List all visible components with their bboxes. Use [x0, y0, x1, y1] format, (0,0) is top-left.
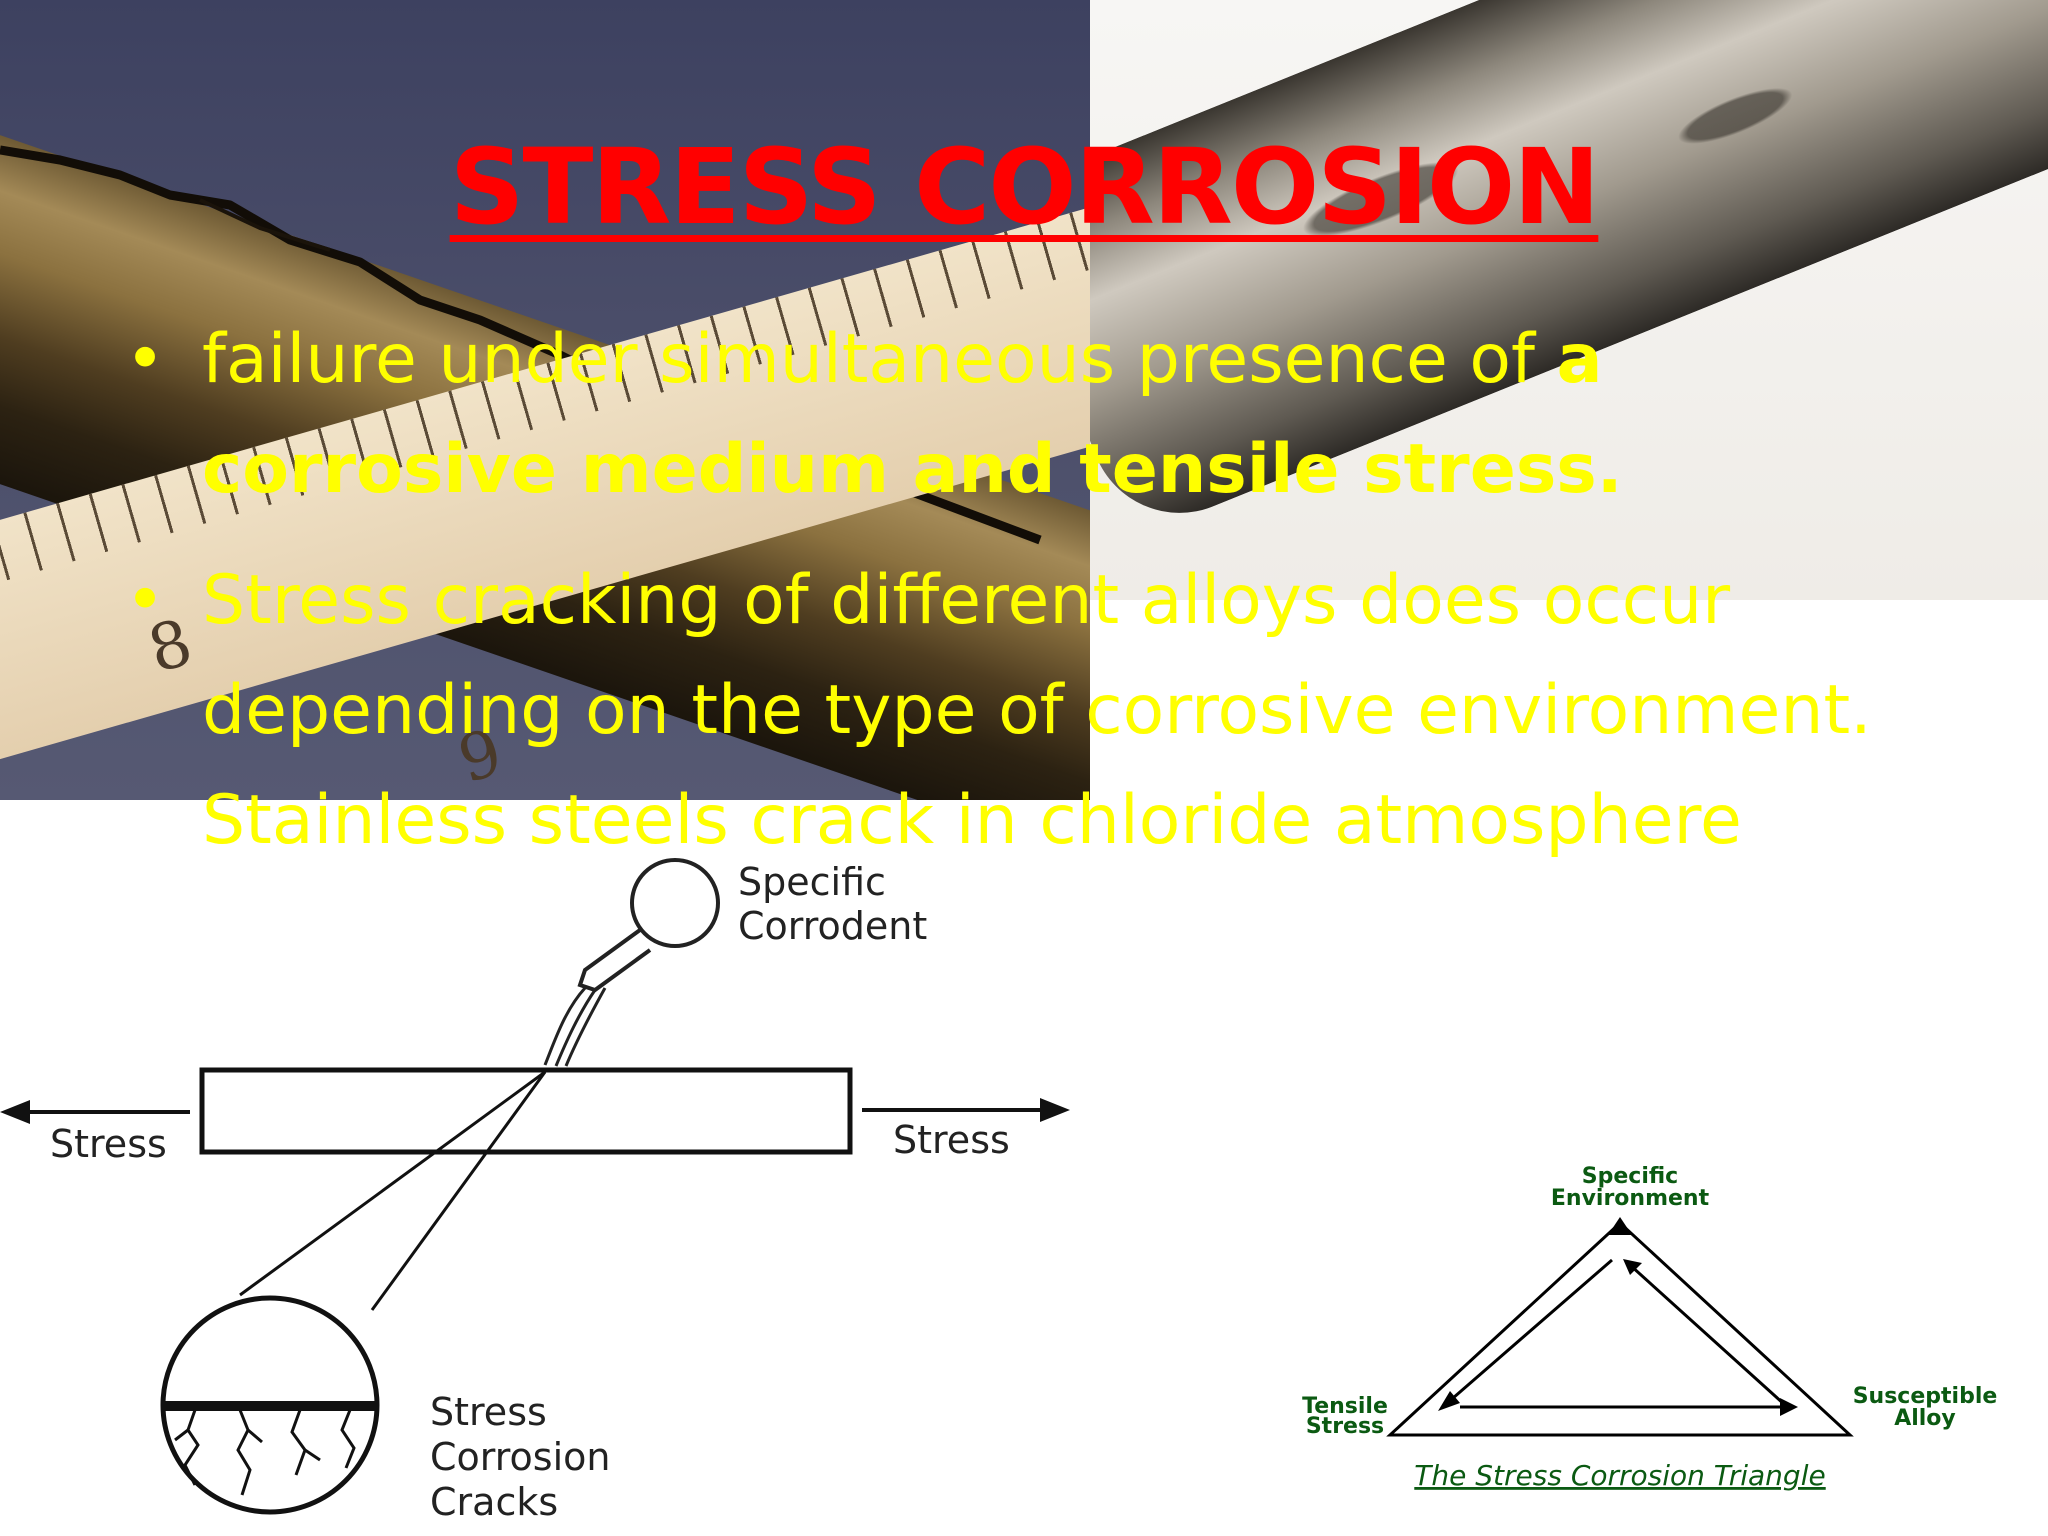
- bullet-text-bold: a corrosive medium and tensile stress.: [202, 320, 1623, 509]
- specimen-bar: [199, 1067, 853, 1155]
- cracks-label-line1: Stress: [430, 1390, 547, 1434]
- bullet-text-normal: failure under simultaneous presence of: [202, 320, 1557, 399]
- bullet-item-1: • failure under simultaneous presence of…: [125, 305, 1945, 525]
- stress-label-right: Stress: [893, 1118, 1010, 1162]
- triangle-right-label-line2: Alloy: [1894, 1406, 1956, 1431]
- triangle-arrow-left: [1444, 1258, 1613, 1407]
- corrodent-nozzle: [577, 928, 652, 993]
- page-title: STRESS CORROSION: [449, 126, 1601, 248]
- triangle-left-label-line1: Tensile: [1302, 1394, 1388, 1419]
- triangle-outline: [1386, 1220, 1854, 1437]
- stress-label-left: Stress: [50, 1122, 167, 1166]
- triangle-top-label-line1: Specific: [1582, 1164, 1678, 1189]
- bullet-item-2: • Stress cracking of different alloys do…: [125, 546, 1945, 876]
- bullet-icon: •: [125, 561, 166, 640]
- corroded-rod-photo: [1090, 0, 2048, 600]
- triangle-arrow-right: [1628, 1263, 1787, 1407]
- bullet-text: failure under simultaneous presence of a…: [202, 305, 1945, 525]
- corrodent-droplet-icon: [630, 858, 720, 948]
- stress-corrosion-diagram: Specific Corrodent Stress Stress Stress …: [0, 858, 1070, 1524]
- zoom-line-right: [370, 1071, 547, 1311]
- corrodent-label-line1: Specific: [738, 860, 886, 904]
- stress-corrosion-cracks: [174, 1409, 356, 1496]
- bullet-icon: •: [125, 320, 166, 399]
- cracked-pipe-photo: 8 9: [0, 0, 1090, 800]
- bullet-text: Stress cracking of different alloys does…: [202, 561, 1872, 860]
- zoom-line-left: [239, 1070, 546, 1297]
- corrodent-label-line2: Corrodent: [738, 904, 927, 948]
- triangle-top-label-line2: Environment: [1551, 1186, 1710, 1211]
- triangle-caption: The Stress Corrosion Triangle: [1414, 1459, 1825, 1492]
- triangle-left-label-line2: Stress: [1306, 1414, 1384, 1439]
- triangle-right-label-line1: Susceptible: [1853, 1384, 1998, 1409]
- cracks-label-line3: Cracks: [430, 1480, 558, 1524]
- cracks-label-line2: Corrosion: [430, 1435, 610, 1479]
- stress-corrosion-triangle: Specific Environment Tensile Stress Susc…: [1302, 1164, 1998, 1492]
